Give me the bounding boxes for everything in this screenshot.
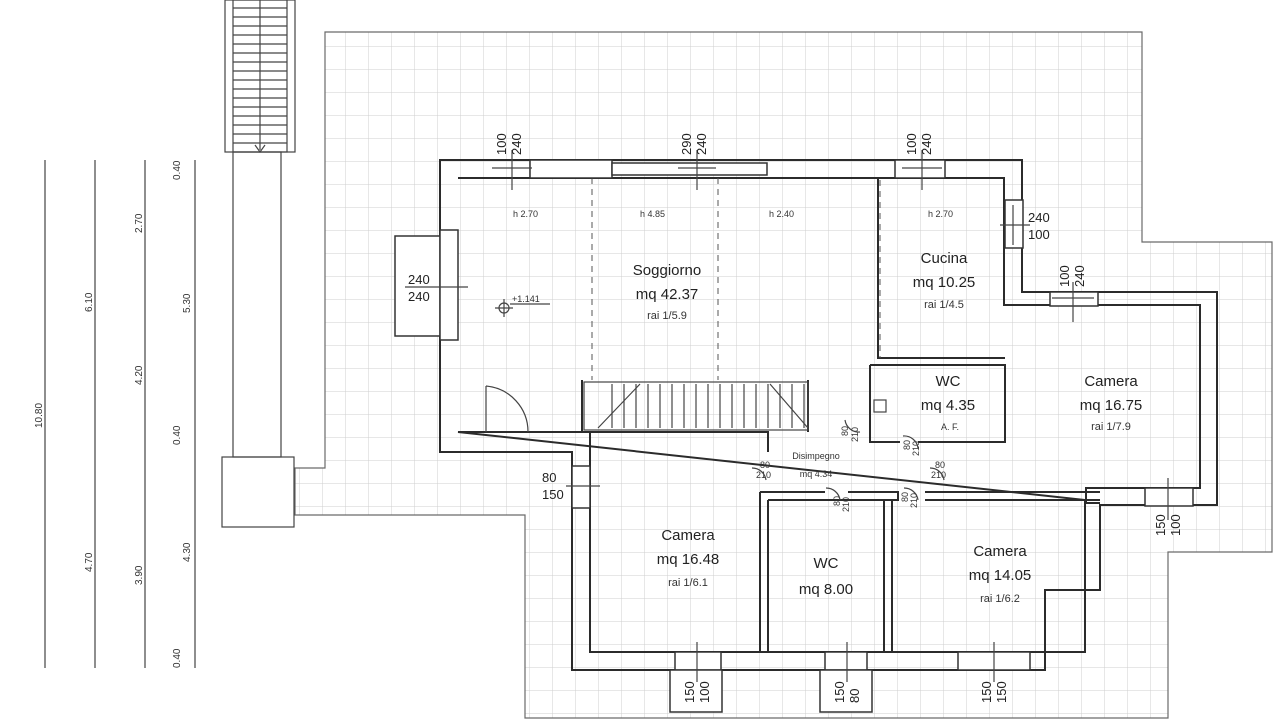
dimension-lines: 10.80 6.10 4.70 2.70 4.20 3.90 0.40 5.30… (34, 160, 196, 668)
opening-labels: 100 240 290 240 100 240 240 100 100 240 … (408, 133, 1183, 703)
dimension-label: 5.30 (182, 293, 193, 313)
dimension-label: 10.80 (34, 403, 45, 428)
door-label: 80 (840, 426, 850, 436)
room-name: WC (814, 555, 839, 572)
room-name: Camera (661, 527, 715, 544)
room-name: Camera (1084, 373, 1138, 390)
room-area: mq 4.34 (800, 469, 833, 479)
dimension-label: 4.70 (84, 552, 95, 572)
dimension-label: 6.10 (84, 292, 95, 312)
door-label: 210 (841, 497, 851, 512)
dimension-label: 0.40 (172, 160, 183, 180)
room-name: Camera (973, 543, 1027, 560)
door-label: 80 (900, 492, 910, 502)
height-label: h 2.70 (513, 209, 538, 219)
room-area: mq 16.75 (1080, 397, 1143, 414)
level-marker: +1.141 (495, 294, 550, 317)
opening-label: 150 (542, 487, 564, 502)
room-wc-bottom: WC mq 8.00 (799, 555, 853, 598)
room-area: mq 10.25 (913, 274, 976, 291)
opening-label: 100 (904, 133, 919, 155)
door-label: 80 (760, 460, 770, 470)
building-outer-wall (439, 159, 1218, 671)
room-name: Cucina (921, 250, 968, 267)
opening-label: 100 (494, 133, 509, 155)
opening-label: 100 (1168, 514, 1183, 536)
room-area: mq 4.35 (921, 397, 975, 414)
opening-label: 150 (994, 681, 1009, 703)
room-area: mq 16.48 (657, 551, 720, 568)
room-name: WC (936, 373, 961, 390)
height-label: h 4.85 (640, 209, 665, 219)
room-note: A. F. (941, 422, 959, 432)
room-camera-right: Camera mq 16.75 rai 1/7.9 (1080, 373, 1143, 433)
level-label: +1.141 (512, 294, 540, 304)
door-label: 210 (756, 470, 771, 480)
opening-label: 150 (832, 681, 847, 703)
interior-staircase (583, 381, 809, 431)
room-area: mq 8.00 (799, 581, 853, 598)
door-label: 210 (850, 427, 860, 442)
door-label: 210 (931, 470, 946, 480)
opening-label: 80 (847, 689, 862, 703)
opening-label: 240 (1072, 265, 1087, 287)
room-area: mq 42.37 (636, 286, 699, 303)
door-swings (751, 419, 945, 501)
opening-label: 240 (509, 133, 524, 155)
dimension-label: 0.40 (172, 425, 183, 445)
dimension-label: 2.70 (134, 213, 145, 233)
height-label: h 2.40 (769, 209, 794, 219)
room-ratio: rai 1/6.2 (980, 593, 1020, 605)
door-label: 210 (911, 441, 921, 456)
door-label: 80 (935, 460, 945, 470)
dimension-label: 3.90 (134, 565, 145, 585)
opening-label: 100 (697, 681, 712, 703)
room-ratio: rai 1/7.9 (1091, 421, 1131, 433)
room-cucina: Cucina mq 10.25 rai 1/4.5 (913, 250, 976, 311)
terrace-area (294, 31, 1273, 719)
room-camera-bottom: Camera mq 14.05 rai 1/6.2 (969, 543, 1032, 605)
dimension-label: 4.30 (182, 542, 193, 562)
opening-label: 290 (679, 133, 694, 155)
room-ratio: rai 1/4.5 (924, 299, 964, 311)
opening-label: 150 (682, 681, 697, 703)
door-labels: 80 210 80 210 80 210 80 210 80 210 80 21… (756, 426, 946, 512)
room-ratio: rai 1/5.9 (647, 310, 687, 322)
opening-label: 240 (919, 133, 934, 155)
door-label: 80 (902, 440, 912, 450)
room-camera-left: Camera mq 16.48 rai 1/6.1 (657, 527, 720, 589)
room-area: mq 14.05 (969, 567, 1032, 584)
opening-label: 240 (694, 133, 709, 155)
dimension-label: 0.40 (172, 648, 183, 668)
dimension-label: 4.20 (134, 365, 145, 385)
opening-label: 100 (1028, 227, 1050, 242)
entrance-door (485, 385, 529, 433)
opening-label: 100 (1057, 265, 1072, 287)
room-name: Soggiorno (633, 262, 701, 279)
room-wc-top: WC mq 4.35 A. F. (921, 373, 975, 432)
door-label: 80 (832, 496, 842, 506)
exterior-staircase (221, 0, 296, 528)
opening-label: 240 (408, 272, 430, 287)
door-label: 210 (909, 493, 919, 508)
opening-label: 150 (1153, 514, 1168, 536)
opening-markers (405, 150, 1169, 682)
room-ratio: rai 1/6.1 (668, 577, 708, 589)
room-name: Disimpegno (792, 451, 840, 461)
room-soggiorno: Soggiorno mq 42.37 rai 1/5.9 (633, 262, 701, 322)
windows (394, 159, 1194, 713)
opening-label: 240 (408, 289, 430, 304)
room-disimpegno: Disimpegno mq 4.34 (792, 451, 840, 479)
opening-label: 80 (542, 470, 556, 485)
opening-label: 150 (979, 681, 994, 703)
height-label: h 2.70 (928, 209, 953, 219)
opening-label: 240 (1028, 210, 1050, 225)
